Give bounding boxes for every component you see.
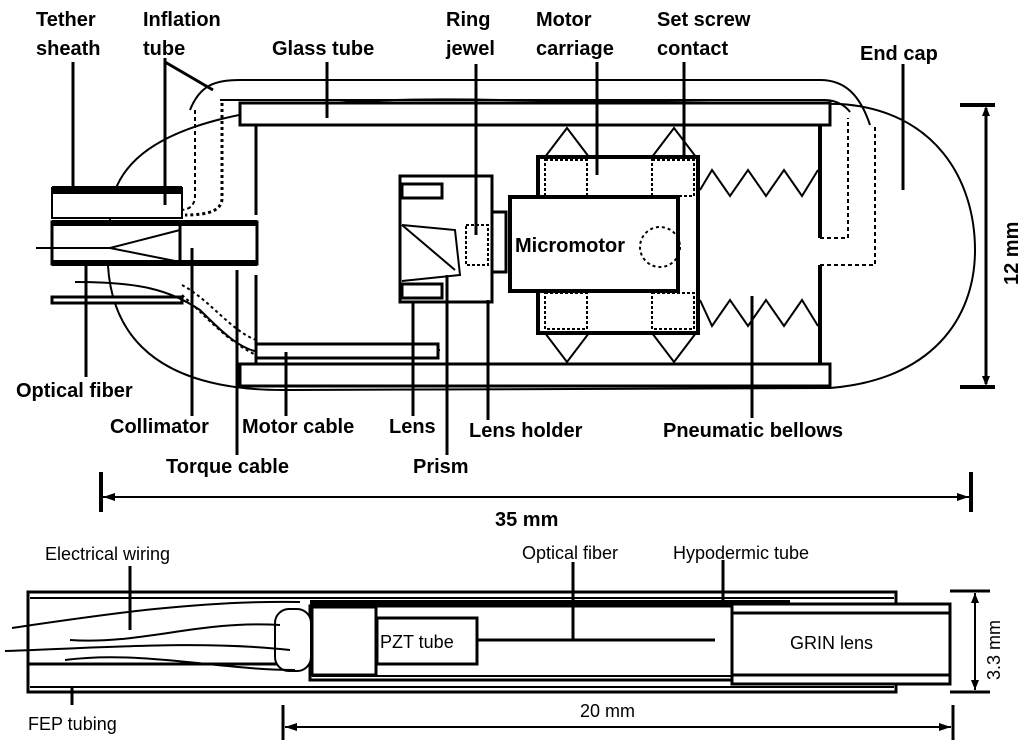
- set-screw-ul: [544, 159, 588, 197]
- carriage-top-contacts: [544, 126, 697, 158]
- lens-lower: [400, 282, 444, 300]
- torque-cable-label: Torque cable: [166, 456, 289, 478]
- solder-joint: [274, 608, 312, 672]
- collimator-bottom-band: [52, 260, 257, 266]
- inflation-tube-path-inner: [220, 99, 851, 113]
- bellows-top: [699, 168, 819, 198]
- hypodermic-tube-label: Hypodermic tube: [673, 543, 809, 563]
- lens-label: Lens: [389, 416, 436, 438]
- length-dimension-label: 35 mm: [495, 509, 558, 531]
- optical-fiber-label: Optical fiber: [16, 380, 133, 402]
- prism-shape: [401, 224, 462, 282]
- diameter-dimension-label: 3.3 mm: [984, 620, 1004, 680]
- micromotor-body: [508, 195, 680, 293]
- motor-carriage-label-line1: Motor: [536, 9, 592, 31]
- fep-tubing-label: FEP tubing: [28, 714, 117, 734]
- inflation-dotted-left-2: [184, 103, 224, 217]
- motor-dotted-circle: [639, 226, 681, 268]
- top-schematic: Micromotor Tether sheath Inflatio: [16, 9, 1023, 531]
- collimator-label: Collimator: [110, 416, 209, 438]
- length-dimension: 35 mm: [99, 472, 973, 531]
- diameter-dimension: 3.3 mm: [950, 589, 1004, 694]
- tether-sheath-label-line2: sheath: [36, 38, 100, 60]
- motor-cable-dotted-1: [181, 284, 257, 341]
- height-dimension: 12 mm: [960, 103, 1023, 389]
- motor-cable-label: Motor cable: [242, 416, 354, 438]
- ring-jewel-label-line2: jewel: [445, 38, 495, 60]
- electrical-wiring: [4, 600, 301, 671]
- motor-carriage-label-line2: carriage: [536, 38, 614, 60]
- connector-block: [310, 605, 378, 677]
- inflation-tube-label-line2: tube: [143, 38, 185, 60]
- electrical-wiring-label: Electrical wiring: [45, 544, 170, 564]
- glass-tube-label: Glass tube: [272, 38, 374, 60]
- pzt-tube: [375, 616, 479, 666]
- lens-upper: [400, 182, 444, 200]
- optical-fiber-label-bottom: Optical fiber: [522, 543, 618, 563]
- tether-sheath-band: [52, 186, 182, 194]
- motor-cable-tube: [50, 295, 184, 305]
- end-cap-label: End cap: [860, 43, 938, 65]
- motor-cable-channel: [254, 342, 440, 360]
- height-dimension-label: 12 mm: [1001, 222, 1023, 285]
- grin-lens: [730, 611, 952, 677]
- fiber-cone: [36, 229, 181, 263]
- set-screw-ur: [651, 159, 695, 197]
- inflation-tube-label-line1: Inflation: [143, 9, 221, 31]
- set-screw-label-line1: Set screw: [657, 9, 751, 31]
- ring-jewel-label-line1: Ring: [446, 9, 490, 31]
- hypodermic-tube-top: [310, 600, 790, 606]
- collimator-top-band: [52, 220, 257, 226]
- micromotor-label: Micromotor: [515, 235, 625, 257]
- motor-shaft-coupler: [490, 210, 508, 274]
- bottom-schematic: PZT tube GRIN lens Electrical wiring Opt…: [4, 543, 1004, 740]
- leader-lines: [71, 58, 905, 455]
- glass-tube-bottom: [238, 362, 832, 388]
- prism-label: Prism: [413, 456, 469, 478]
- bottom-leader-lines: [70, 560, 725, 705]
- bellows-bottom: [699, 298, 819, 329]
- motor-cable-dotted-2: [181, 294, 257, 356]
- inflation-dotted-right-1: [820, 118, 849, 239]
- carriage-bottom-contacts: [544, 332, 697, 364]
- lens-holder-label: Lens holder: [469, 420, 583, 442]
- grin-lens-label: GRIN lens: [790, 633, 873, 653]
- motor-cable-wire: [74, 281, 441, 354]
- tether-sheath-label-line1: Tether: [36, 9, 96, 31]
- pzt-tube-label: PZT tube: [380, 632, 454, 652]
- bottom-length-dimension-label: 20 mm: [580, 701, 635, 721]
- pneumatic-bellows-label: Pneumatic bellows: [663, 420, 843, 442]
- inflation-tube-path: [189, 79, 871, 126]
- set-screw-label-line2: contact: [657, 38, 728, 60]
- inflation-dotted-right-2: [820, 125, 876, 266]
- bottom-length-dimension: 20 mm: [281, 701, 955, 740]
